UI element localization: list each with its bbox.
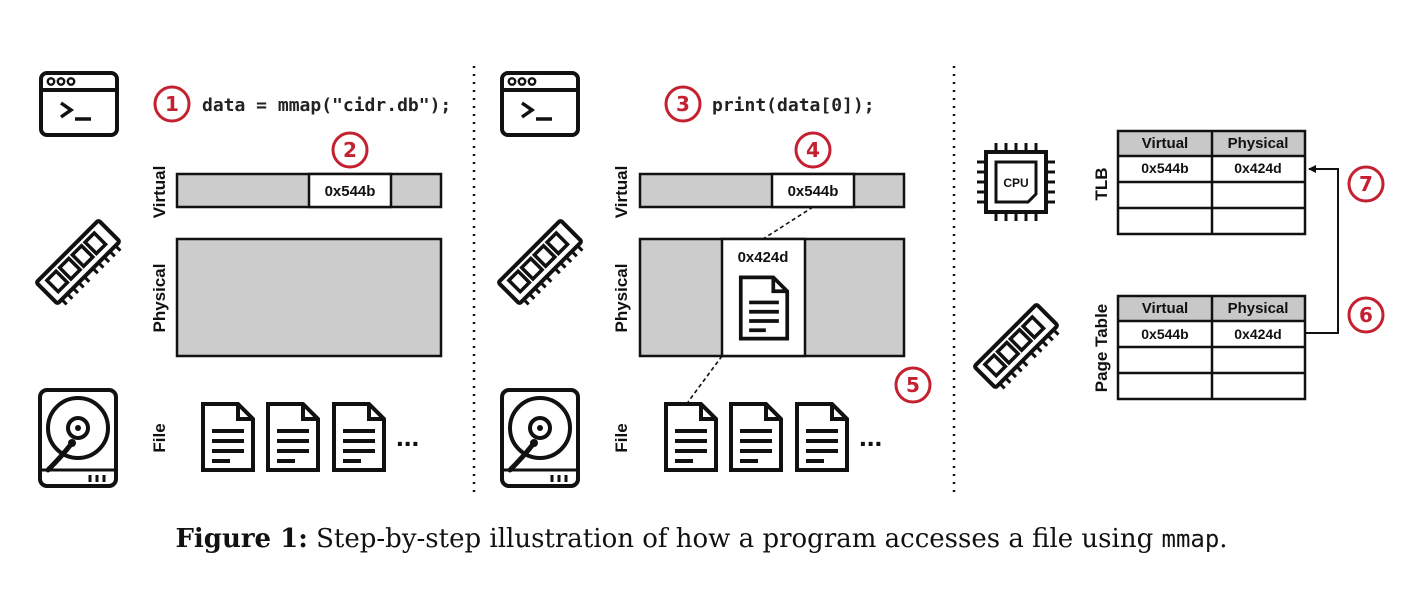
step-badge: 3 bbox=[664, 85, 702, 123]
file-page-icon bbox=[795, 402, 849, 472]
print-call-code: print(data[0]); bbox=[712, 95, 875, 116]
tlb-table: Virtual Physical 0x544b 0x424d bbox=[1116, 129, 1307, 236]
physical-row-label: Physical bbox=[150, 264, 169, 333]
figure-caption: Figure 1: Step-by-step illustration of h… bbox=[0, 524, 1403, 554]
ram-icon bbox=[34, 218, 127, 311]
mmap-diagram: 1 data = mmap("cidr.db"); 2 Virtual Phys… bbox=[34, 66, 1385, 496]
step-number: 1 bbox=[165, 92, 179, 116]
file-row-label: File bbox=[612, 423, 631, 452]
figure-label: Figure 1: bbox=[175, 524, 308, 554]
step-number: 2 bbox=[343, 138, 357, 162]
more-pages-ellipsis: ... bbox=[396, 421, 419, 452]
step-number: 4 bbox=[806, 138, 820, 162]
file-row-label: File bbox=[150, 423, 169, 452]
virtual-address: 0x544b bbox=[325, 183, 376, 200]
hard-drive-icon bbox=[502, 390, 578, 486]
step-badge: 5 bbox=[894, 366, 932, 404]
physical-row-label: Physical bbox=[612, 264, 631, 333]
file-page-icon bbox=[201, 402, 255, 472]
tlb-label: TLB bbox=[1092, 167, 1111, 200]
step-badge: 6 bbox=[1347, 296, 1385, 334]
page-table-cell-virtual: 0x544b bbox=[1141, 326, 1188, 342]
tlb-header-virtual: Virtual bbox=[1142, 135, 1188, 152]
caption-period: . bbox=[1219, 524, 1228, 554]
file-to-physical-mapping bbox=[687, 355, 723, 403]
step-number: 5 bbox=[906, 373, 920, 397]
hard-drive-icon bbox=[40, 390, 116, 486]
cpu-icon: CPU bbox=[977, 143, 1055, 221]
panel-1: 1 data = mmap("cidr.db"); 2 Virtual Phys… bbox=[34, 71, 451, 486]
cpu-label: CPU bbox=[1003, 176, 1028, 190]
file-page-icon bbox=[266, 402, 320, 472]
file-page-icon bbox=[332, 402, 386, 472]
page-table-cell-physical: 0x424d bbox=[1234, 326, 1281, 342]
step-badge: 4 bbox=[794, 131, 832, 169]
panel-2: 3 print(data[0]); 4 Virtual Physical Fil… bbox=[496, 71, 932, 486]
virtual-page bbox=[307, 172, 393, 209]
step-number: 6 bbox=[1359, 303, 1373, 327]
panel-3: CPU TLB Page Table Virtual Physical 0x54… bbox=[972, 129, 1385, 401]
terminal-icon bbox=[500, 71, 580, 137]
file-page-icon bbox=[664, 402, 718, 472]
ram-icon bbox=[972, 302, 1065, 395]
tlb-cell-physical: 0x424d bbox=[1234, 160, 1281, 176]
step-badge: 2 bbox=[331, 131, 369, 169]
step-number: 7 bbox=[1359, 172, 1373, 196]
mmap-call-code: data = mmap("cidr.db"); bbox=[202, 95, 451, 116]
caption-text: Step-by-step illustration of how a progr… bbox=[316, 524, 1154, 554]
virtual-row-label: Virtual bbox=[150, 166, 169, 219]
page-table-header-physical: Physical bbox=[1228, 300, 1289, 317]
step-number: 3 bbox=[676, 92, 690, 116]
physical-address: 0x424d bbox=[738, 249, 789, 266]
virtual-to-physical-mapping bbox=[762, 206, 814, 240]
ram-icon bbox=[496, 218, 589, 311]
file-page-icon bbox=[729, 402, 783, 472]
caption-code: mmap bbox=[1161, 525, 1220, 553]
tlb-header-physical: Physical bbox=[1228, 135, 1289, 152]
loaded-page-icon bbox=[738, 275, 790, 341]
more-pages-ellipsis: ... bbox=[859, 421, 882, 452]
step-badge: 7 bbox=[1347, 165, 1385, 203]
virtual-address: 0x544b bbox=[788, 183, 839, 200]
physical-memory bbox=[175, 237, 443, 358]
terminal-icon bbox=[39, 71, 119, 137]
tlb-cell-virtual: 0x544b bbox=[1141, 160, 1188, 176]
step-badge: 1 bbox=[153, 85, 191, 123]
page-table-label: Page Table bbox=[1092, 304, 1111, 393]
page-table-header-virtual: Virtual bbox=[1142, 300, 1188, 317]
page-table: Virtual Physical 0x544b 0x424d bbox=[1116, 294, 1307, 401]
page-table-to-tlb-arrow bbox=[1305, 165, 1339, 334]
virtual-page bbox=[770, 172, 856, 209]
virtual-row-label: Virtual bbox=[612, 166, 631, 219]
